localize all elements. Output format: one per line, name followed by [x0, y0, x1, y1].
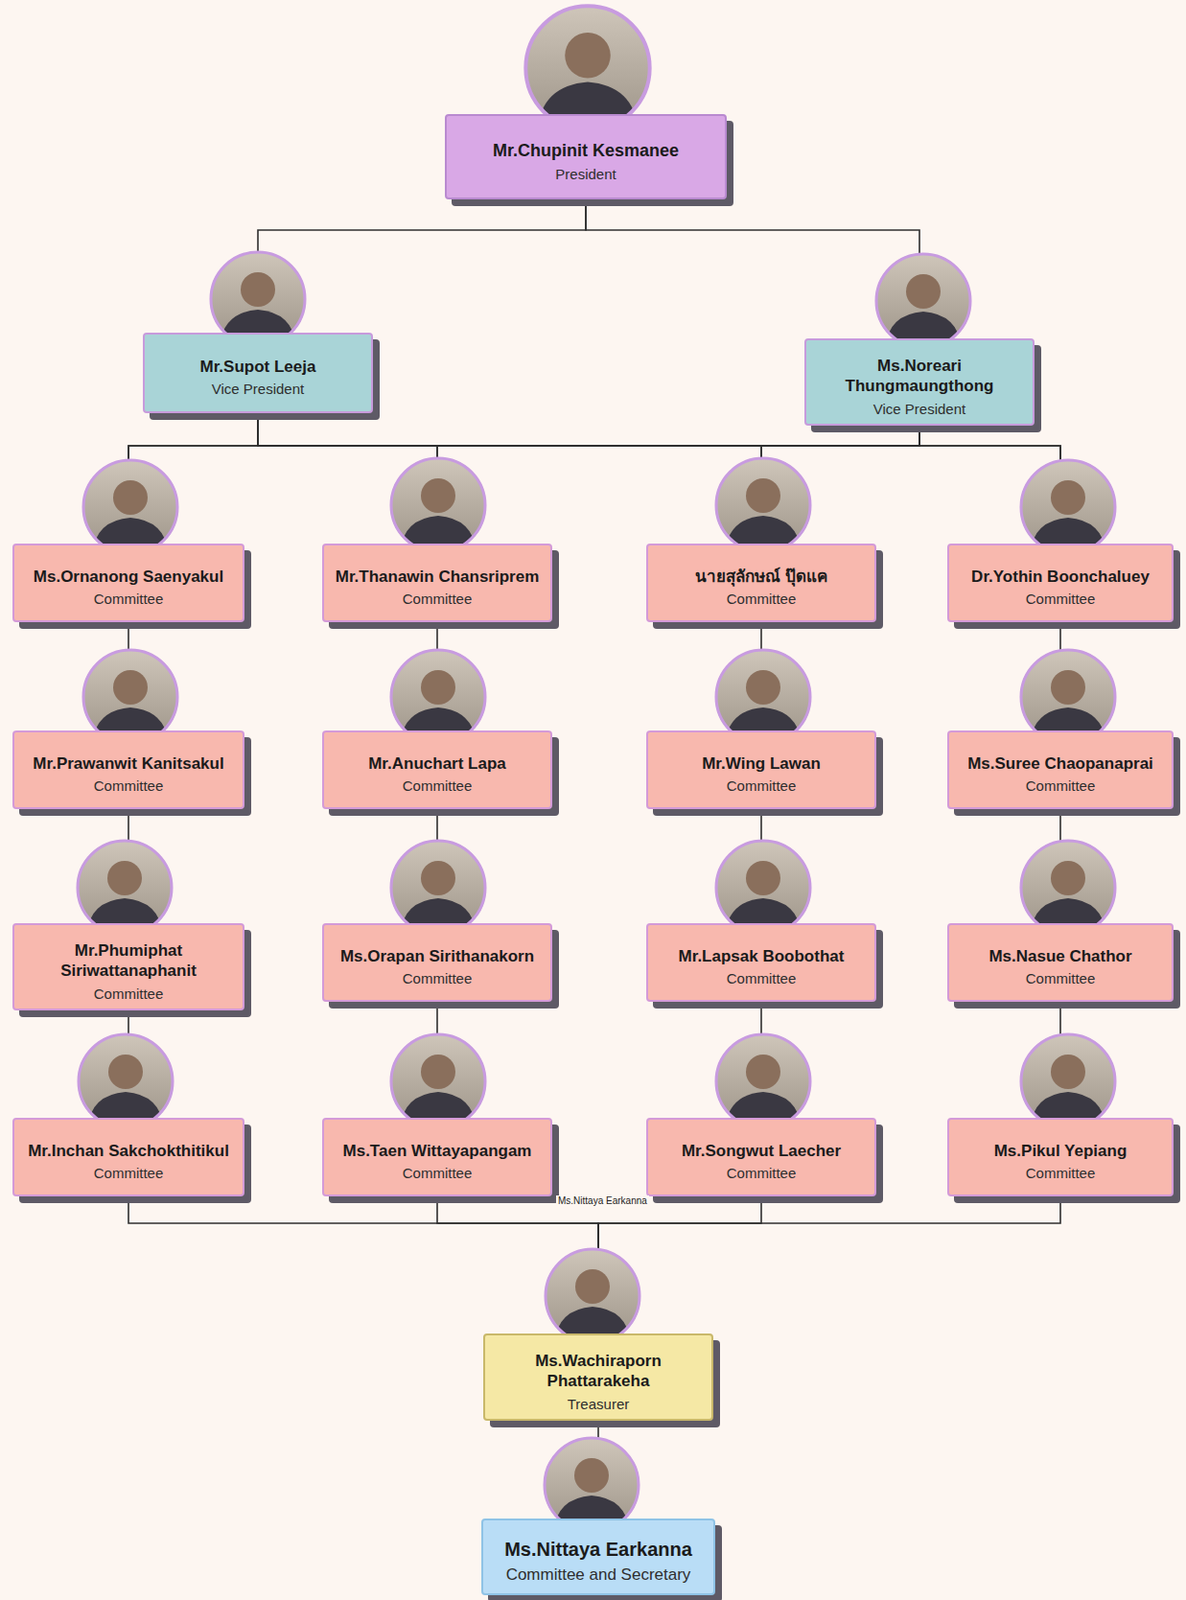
member-box: Ms.Ornanong SaenyakulCommittee: [12, 543, 245, 623]
person-name: Ms.Nittaya Earkanna: [504, 1537, 693, 1562]
member-box: Ms.Noreari ThungmaungthongVice President: [804, 338, 1035, 426]
member-box: Ms.Taen WittayapangamCommittee: [322, 1117, 553, 1197]
org-connector: [257, 413, 762, 544]
person-name: Mr.Songwut Laecher: [681, 1140, 841, 1162]
role-title: Committee: [93, 589, 164, 609]
person-name: Dr.Yothin Boonchaluey: [971, 566, 1150, 587]
person-name: Ms.Orapan Sirithanakorn: [340, 946, 535, 967]
member-box: Ms.Orapan SirithanakornCommittee: [322, 923, 553, 1002]
person-name: Ms.Wachiraporn Phattarakeha: [490, 1350, 706, 1393]
portrait-photo: [77, 1033, 174, 1132]
person-name: Mr.Thanawin Chansriprem: [335, 566, 540, 587]
role-title: Committee: [93, 1163, 164, 1184]
person-name: Mr.Anuchart Lapa: [368, 753, 507, 774]
member-box: Mr.Wing LawanCommittee: [646, 730, 877, 810]
person-name: Ms.Nasue Chathor: [988, 946, 1132, 967]
role-title: Committee: [1025, 1163, 1096, 1184]
portrait-photo: [1020, 459, 1117, 558]
portrait-photo: [1020, 1033, 1117, 1132]
member-box: Ms.Pikul YepiangCommittee: [947, 1117, 1174, 1197]
org-connector: [257, 199, 586, 333]
role-title: Committee: [726, 776, 797, 796]
member-box: Mr.Inchan SakchokthitikulCommittee: [12, 1117, 245, 1197]
role-title: Committee: [1025, 589, 1096, 609]
member-box: Ms.Nasue ChathorCommittee: [947, 923, 1174, 1002]
org-connector: [128, 1196, 599, 1334]
member-box: Mr.Lapsak BoobothatCommittee: [646, 923, 877, 1002]
portrait-photo: [715, 457, 812, 556]
role-title: Committee: [402, 776, 473, 796]
member-box: Mr.Songwut LaecherCommittee: [646, 1117, 877, 1197]
portrait-photo: [390, 457, 487, 556]
member-box: Dr.Yothin BoonchalueyCommittee: [947, 543, 1174, 623]
role-title: Committee: [1025, 776, 1096, 796]
person-name: Ms.Suree Chaopanaprai: [967, 753, 1154, 774]
member-box: Ms.Wachiraporn PhattarakehaTreasurer: [483, 1333, 714, 1421]
org-connector: [257, 413, 1061, 544]
member-box: Ms.Nittaya EarkannaCommittee and Secreta…: [481, 1518, 716, 1596]
member-box: Mr.Prawanwit KanitsakulCommittee: [12, 730, 245, 810]
person-name: Ms.Ornanong Saenyakul: [33, 566, 224, 587]
member-box: Mr.Thanawin ChansripremCommittee: [322, 543, 553, 623]
role-title: Committee: [402, 589, 473, 609]
person-name: Mr.Chupinit Kesmanee: [492, 139, 679, 163]
role-title: Committee: [726, 1163, 797, 1184]
person-name: Mr.Lapsak Boobothat: [678, 946, 845, 967]
person-name: Ms.Noreari Thungmaungthong: [812, 355, 1027, 397]
portrait-photo: [544, 1248, 641, 1347]
portrait-photo: [715, 1033, 812, 1132]
member-box: Mr.Supot LeejaVice President: [142, 332, 373, 414]
member-box: นายสุลักษณ์ ปุ๊ดแคCommittee: [646, 543, 877, 623]
portrait-photo: [875, 253, 972, 351]
role-title: Vice President: [211, 379, 304, 399]
member-box: Mr.Phumiphat SiriwattanaphanitCommittee: [12, 923, 245, 1011]
org-connector: [598, 1196, 1061, 1334]
role-title: Committee: [93, 776, 164, 796]
role-title: Committee: [1025, 969, 1096, 989]
role-title: Treasurer: [567, 1395, 629, 1415]
role-title: Vice President: [873, 399, 966, 419]
role-title: Committee: [402, 1163, 473, 1184]
person-name: Mr.Phumiphat Siriwattanaphanit: [20, 940, 237, 982]
person-name: Ms.Pikul Yepiang: [994, 1140, 1128, 1162]
portrait-photo: [82, 459, 179, 558]
member-box: Mr.Anuchart LapaCommittee: [322, 730, 553, 810]
role-title: Committee: [726, 589, 797, 609]
person-name: Mr.Supot Leeja: [200, 356, 317, 377]
member-box: Mr.Chupinit KesmaneePresident: [444, 114, 727, 200]
role-title: Committee: [93, 984, 164, 1004]
role-title: Committee: [726, 969, 797, 989]
role-title: President: [555, 164, 616, 185]
portrait-photo: [390, 1033, 487, 1132]
org-connector: [585, 199, 920, 339]
person-name: นายสุลักษณ์ ปุ๊ดแค: [695, 566, 828, 587]
person-name: Ms.Taen Wittayapangam: [343, 1140, 533, 1162]
person-name: Mr.Prawanwit Kanitsakul: [32, 753, 224, 774]
org-connector: [437, 425, 920, 544]
person-name: Mr.Inchan Sakchokthitikul: [27, 1140, 230, 1162]
role-title: Committee and Secretary: [506, 1564, 692, 1586]
member-box: Ms.Suree ChaopanapraiCommittee: [947, 730, 1174, 810]
person-name: Mr.Wing Lawan: [701, 753, 821, 774]
role-title: Committee: [402, 969, 473, 989]
note-label: Ms.Nittaya Earkanna: [556, 1195, 650, 1207]
